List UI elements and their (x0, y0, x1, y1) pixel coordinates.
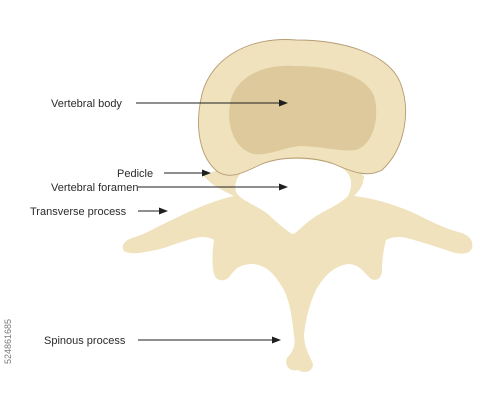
vertebral-arch-shape (122, 155, 473, 372)
spinous-process-arrow (138, 336, 281, 344)
transverse-process-label: Transverse process (30, 206, 127, 218)
vertebral-foramen-label: Vertebral foramen (51, 182, 138, 194)
spinous-process-label: Spinous process (44, 335, 126, 347)
vertebral-body-inner-shape (229, 65, 377, 155)
pedicle-arrow (164, 169, 211, 177)
vertebral-body-arrow (136, 99, 288, 107)
transverse-process-arrow (138, 207, 168, 215)
stock-id-text: 524861685 (3, 319, 13, 364)
vertebral-foramen-arrow (138, 183, 288, 191)
vertebral-body-label: Vertebral body (51, 98, 122, 110)
pedicle-label: Pedicle (117, 168, 153, 180)
vertebral-foramen-shape (235, 158, 352, 234)
